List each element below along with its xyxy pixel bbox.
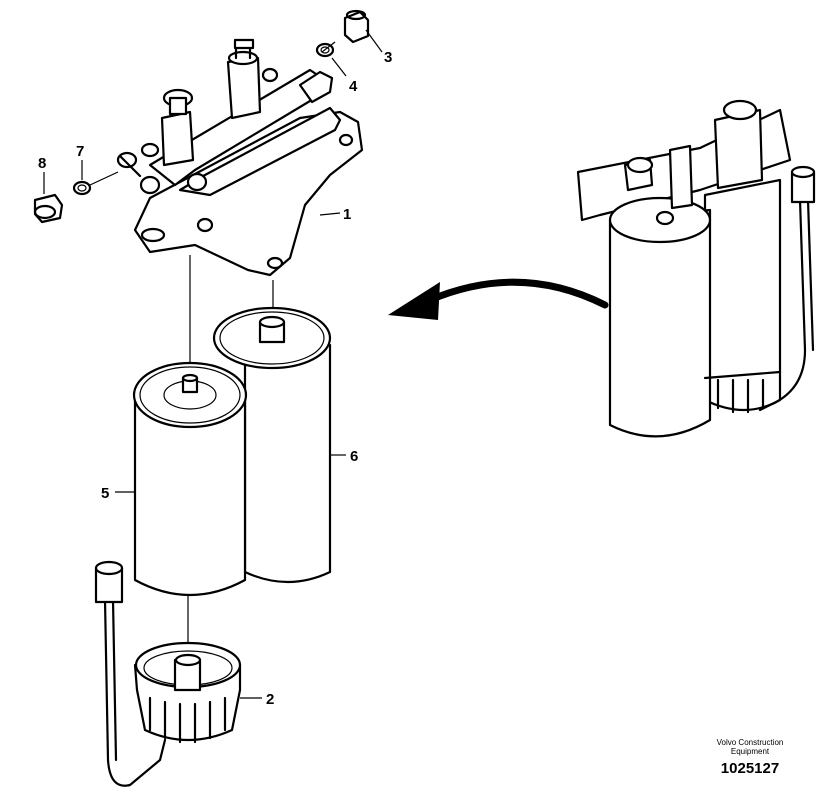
label-part-2: 2 [266, 691, 274, 708]
plug-part-8 [33, 193, 64, 224]
sensor-cable [94, 560, 167, 787]
label-part-3: 3 [384, 49, 392, 66]
reference-number: 1025127 [720, 760, 780, 777]
label-part-8: 8 [38, 155, 46, 172]
washer-part-4 [315, 42, 335, 58]
label-part-6: 6 [350, 448, 358, 465]
part-labels: 1 2 3 4 5 6 7 8 [38, 49, 392, 708]
leader-lines [43, 29, 383, 699]
label-part-1: 1 [343, 206, 351, 223]
plug-part-3 [343, 9, 370, 44]
filter-cartridge-6 [212, 306, 332, 584]
credit-line-1: Volvo Construction [716, 738, 784, 747]
direction-arrow [388, 278, 609, 320]
label-part-4: 4 [349, 78, 358, 95]
assembly-lines [89, 41, 336, 645]
assembled-filter-unit [576, 99, 816, 438]
credit-line-2: Equipment [730, 747, 770, 756]
filter-head-bracket [116, 38, 364, 277]
filter-cartridge-5 [132, 361, 248, 596]
water-separator-bowl-2 [133, 641, 242, 744]
washer-part-7 [72, 180, 92, 196]
label-part-7: 7 [76, 143, 84, 160]
label-part-5: 5 [101, 485, 109, 502]
